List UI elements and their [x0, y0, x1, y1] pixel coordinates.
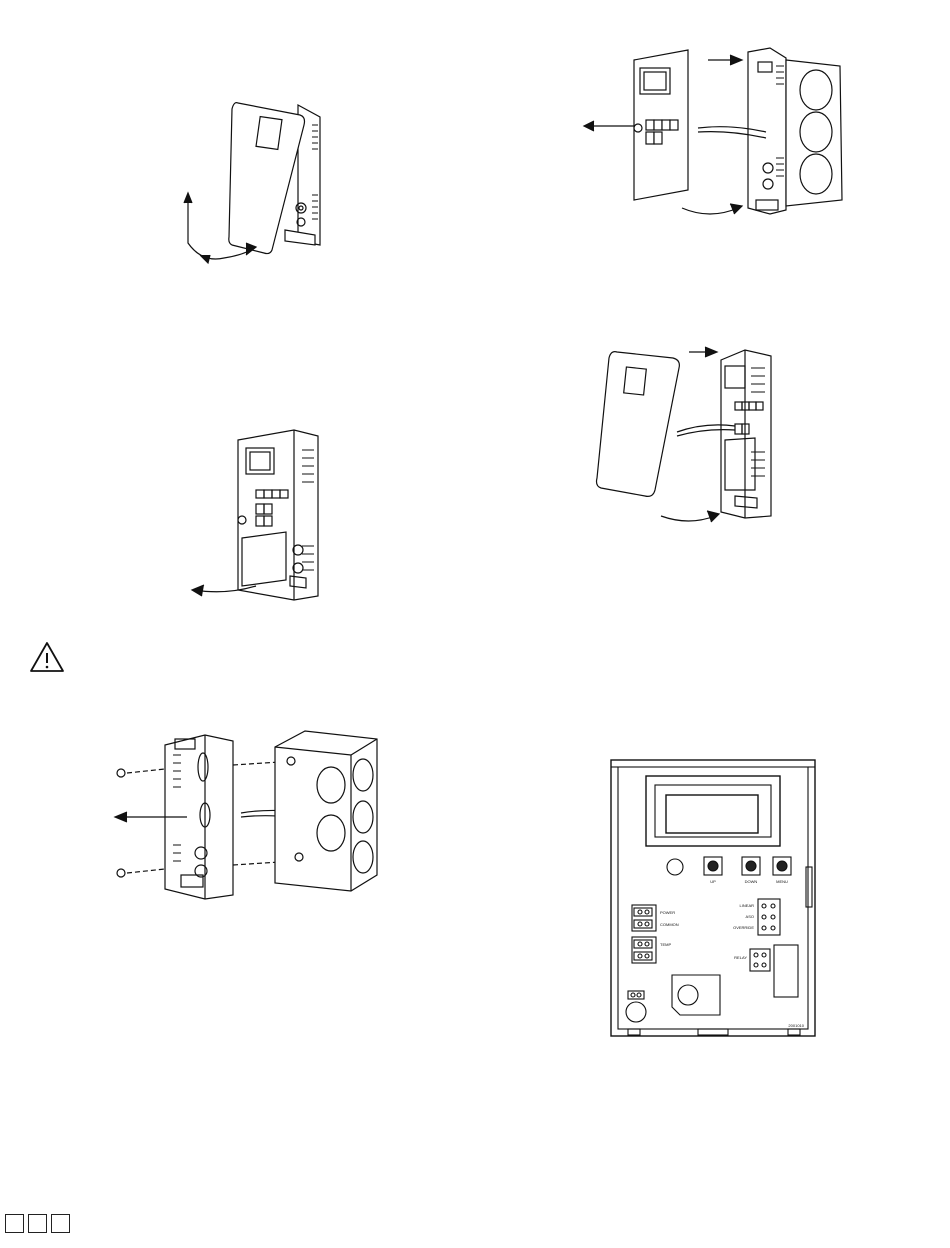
warning-triangle-icon	[28, 640, 66, 674]
figure-cover-tilt	[180, 95, 340, 275]
figure-backplate-mount	[105, 725, 385, 900]
svg-text:DOWN: DOWN	[745, 879, 758, 884]
terminal-label-linear: LINEAR	[740, 903, 755, 908]
terminal-label-aso: ASO	[746, 914, 754, 919]
figure-board-layout: UP DOWN MENU POWER COMMON TEMP LINEAR AS…	[608, 757, 818, 1042]
svg-text:UP: UP	[710, 879, 716, 884]
terminal-label-relay: RELAY	[734, 955, 747, 960]
page-boxes	[5, 1214, 70, 1233]
terminal-label-power: POWER	[660, 910, 675, 915]
terminal-label-common: COMMON	[660, 922, 679, 927]
figure-cover-separate	[580, 40, 860, 230]
page-box	[51, 1214, 70, 1233]
page-box	[5, 1214, 24, 1233]
terminal-label-temp: TEMP	[660, 942, 671, 947]
board-part-code: 2001010	[788, 1023, 804, 1028]
svg-text:MENU: MENU	[776, 879, 788, 884]
page-box	[28, 1214, 47, 1233]
terminal-label-override: OVERRIDE	[733, 925, 754, 930]
figure-wiring-cover-open	[186, 420, 346, 605]
figure-cover-reattach	[585, 340, 795, 530]
